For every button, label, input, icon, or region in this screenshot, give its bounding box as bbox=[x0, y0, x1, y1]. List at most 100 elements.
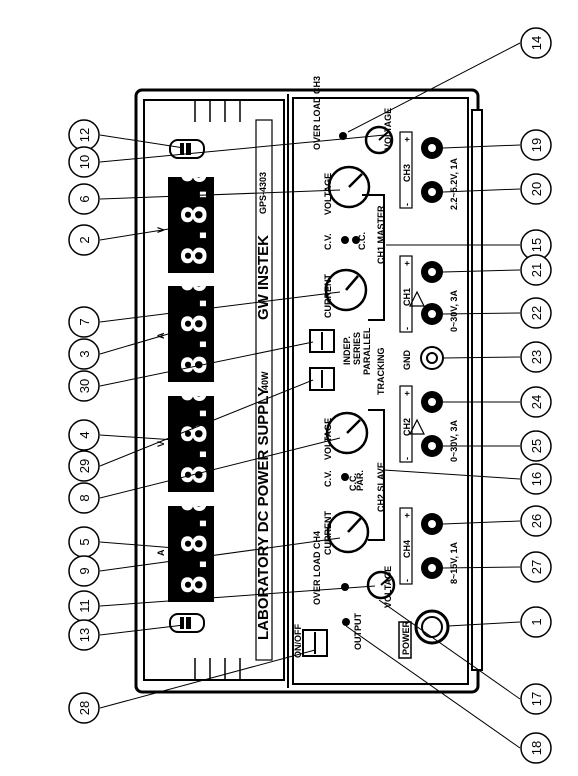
svg-text:21: 21 bbox=[529, 263, 544, 277]
svg-text:2: 2 bbox=[77, 236, 92, 243]
ch3-frame bbox=[399, 131, 413, 209]
callout-27: 27 bbox=[520, 551, 552, 583]
svg-text:28: 28 bbox=[77, 701, 92, 715]
terminal-ch1-plus[interactable] bbox=[421, 261, 443, 283]
power-switch[interactable] bbox=[414, 609, 450, 645]
series-label: SERIES bbox=[352, 332, 362, 365]
callout-19: 19 bbox=[520, 129, 552, 161]
overload-ch3-label: OVER LOAD CH3 bbox=[312, 76, 322, 150]
cv-led-ch2 bbox=[341, 473, 349, 481]
panel-title: LABORATORY DC POWER SUPPLY bbox=[255, 387, 272, 640]
svg-text:25: 25 bbox=[529, 439, 544, 453]
svg-text:13: 13 bbox=[77, 628, 92, 642]
current-knob-ch2[interactable] bbox=[326, 510, 370, 554]
ch2-label: CH2 bbox=[402, 418, 412, 436]
voltage-knob-ch4[interactable] bbox=[366, 570, 396, 600]
terminals bbox=[420, 137, 444, 579]
title-band bbox=[255, 119, 273, 661]
terminal-ch2-plus[interactable] bbox=[421, 391, 443, 413]
callout-10: 10 bbox=[68, 146, 100, 178]
on-off-label: ON/OFF bbox=[293, 624, 303, 658]
ch3-plus: + bbox=[402, 137, 412, 142]
voltage-knob-ch3[interactable] bbox=[364, 125, 394, 155]
display-voltage-ch1: 8.8.8 V bbox=[156, 164, 215, 273]
svg-text:29: 29 bbox=[77, 459, 92, 473]
cc-label-ch1: C.C. bbox=[357, 232, 367, 250]
terminal-ch1-minus[interactable] bbox=[421, 303, 443, 325]
ch1-label: CH1 bbox=[402, 288, 412, 306]
power-label-box bbox=[398, 621, 412, 659]
terminal-ch4-plus[interactable] bbox=[421, 513, 443, 535]
ch1-master-label: CH1 MASTER bbox=[376, 205, 386, 264]
ch2-slave-label: CH2 SLAVE bbox=[376, 462, 386, 512]
terminal-gnd[interactable] bbox=[420, 346, 444, 370]
svg-text:16: 16 bbox=[529, 472, 544, 486]
voltage-knob-ch2[interactable] bbox=[325, 411, 369, 455]
warning-triangle-ch2 bbox=[409, 418, 425, 435]
tracking-button-1[interactable] bbox=[309, 329, 335, 353]
svg-text:1: 1 bbox=[529, 618, 544, 625]
rating-ch1: 0~30V, 3A bbox=[449, 290, 459, 332]
overload-led-ch4 bbox=[341, 583, 349, 591]
callout-2: 2 bbox=[68, 224, 100, 256]
callout-4: 4 bbox=[68, 419, 100, 451]
rating-ch3: 2.2~5.2V, 1A bbox=[449, 158, 459, 210]
callout-14: 14 bbox=[520, 27, 552, 59]
power-label: POWER bbox=[401, 620, 411, 655]
meter-switch-ch1[interactable] bbox=[169, 139, 205, 159]
svg-text:19: 19 bbox=[529, 138, 544, 152]
callout-3: 3 bbox=[68, 338, 100, 370]
tracking-button-2[interactable] bbox=[309, 367, 335, 391]
current-label-ch2: CURRENT bbox=[323, 510, 333, 555]
terminal-ch2-minus[interactable] bbox=[421, 435, 443, 457]
svg-text:A: A bbox=[156, 332, 166, 339]
voltage-knob-ch1[interactable] bbox=[327, 165, 371, 209]
meter-switch-ch2[interactable] bbox=[169, 613, 205, 633]
callout-20: 20 bbox=[520, 173, 552, 205]
svg-text:14: 14 bbox=[529, 36, 544, 50]
par-label: PAR. bbox=[355, 470, 365, 491]
voltage-label-ch3: VOLTAGE bbox=[383, 108, 393, 150]
svg-text:A: A bbox=[156, 549, 166, 556]
callout-12: 12 bbox=[68, 119, 100, 151]
callout-22: 22 bbox=[520, 297, 552, 329]
ch3-label: CH3 bbox=[402, 164, 412, 182]
tracking-label: TRACKING bbox=[376, 348, 386, 396]
svg-text:27: 27 bbox=[529, 560, 544, 574]
svg-text:11: 11 bbox=[77, 599, 92, 613]
callout-7: 7 bbox=[68, 306, 100, 338]
wattage-label: 40W bbox=[260, 371, 270, 390]
vent-slots bbox=[194, 100, 241, 680]
gnd-label: GND bbox=[402, 350, 412, 371]
current-knob-ch1[interactable] bbox=[324, 268, 368, 312]
svg-text:17: 17 bbox=[529, 692, 544, 706]
cv-label-ch1: C.V. bbox=[323, 233, 333, 250]
svg-text:V: V bbox=[156, 441, 166, 447]
ch4-plus: + bbox=[402, 513, 412, 518]
svg-text:9: 9 bbox=[77, 567, 92, 574]
slave-bracket bbox=[368, 409, 385, 541]
svg-text:7: 7 bbox=[77, 318, 92, 325]
voltage-label-ch4: VOLTAGE bbox=[383, 566, 393, 608]
ch1-plus: + bbox=[402, 261, 412, 266]
cc-led-ch1 bbox=[352, 236, 360, 244]
ch2-frame bbox=[399, 385, 413, 463]
svg-text:4: 4 bbox=[77, 431, 92, 438]
callout-21: 21 bbox=[520, 254, 552, 286]
ch4-frame bbox=[399, 507, 413, 585]
terminal-ch3-minus[interactable] bbox=[421, 181, 443, 203]
svg-text:26: 26 bbox=[529, 514, 544, 528]
callout-30: 30 bbox=[68, 370, 100, 402]
terminal-ch3-plus[interactable] bbox=[421, 137, 443, 159]
terminal-ch4-minus[interactable] bbox=[421, 557, 443, 579]
display-voltage-ch2: 8.8.8 V bbox=[156, 383, 215, 492]
svg-text:15: 15 bbox=[529, 238, 544, 252]
svg-text:8.8.8: 8.8.8 bbox=[175, 164, 215, 266]
ch2-minus: - bbox=[402, 457, 412, 460]
svg-text:30: 30 bbox=[77, 379, 92, 393]
warning-triangle-ch1 bbox=[409, 290, 425, 307]
callout-9: 9 bbox=[68, 555, 100, 587]
svg-text:8.8.8: 8.8.8 bbox=[175, 273, 215, 375]
ch3-minus: - bbox=[402, 203, 412, 206]
